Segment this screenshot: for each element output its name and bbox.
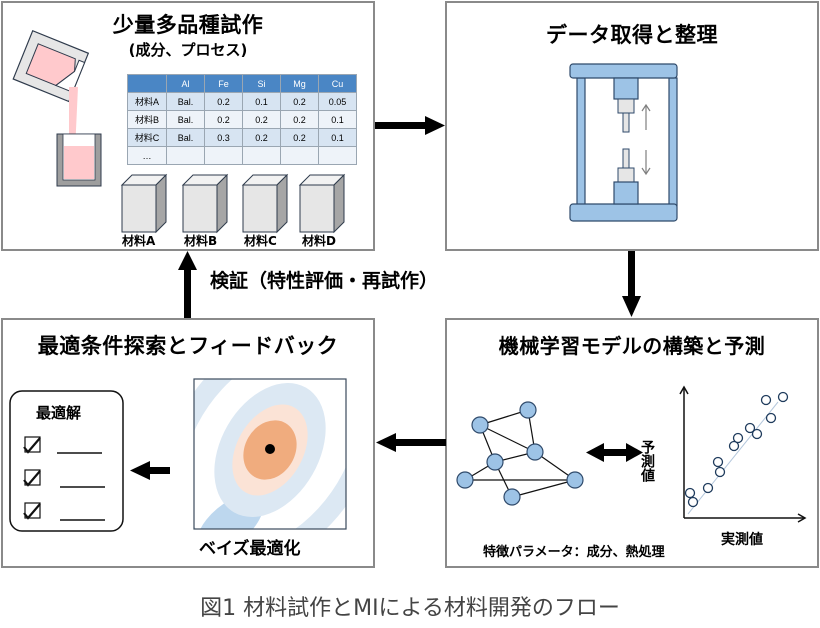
scatter-axes	[679, 385, 807, 523]
tensile-tester-icon	[569, 63, 678, 222]
composition-table: Al Fe Si Mg Cu 材料A Bal. 0.2 0.1 0.2 0.05…	[127, 74, 357, 165]
table-cell: 0.2	[204, 92, 243, 111]
scatter-point	[751, 428, 763, 440]
table-cell: 0.2	[280, 110, 319, 129]
table-header: Al	[166, 74, 205, 93]
sample-label: 材料D	[302, 234, 336, 248]
table-header: Cu	[318, 74, 357, 93]
table-header	[127, 74, 167, 93]
checkbox-icon	[23, 436, 41, 454]
sample-cubes	[120, 173, 346, 234]
table-cell: Bal.	[166, 92, 205, 111]
scatter-point	[765, 412, 777, 424]
arrow-left-icon	[376, 433, 446, 452]
table-cell	[280, 146, 319, 165]
scatter-point	[687, 496, 699, 508]
panel-trial-production: 少量多品種試作 (成分、プロセス) Al Fe Si Mg Cu 材料A Bal…	[1, 1, 375, 251]
scatter-point	[777, 391, 789, 403]
arrow-down-icon	[641, 150, 651, 176]
checkbox-icon	[23, 502, 41, 520]
table-row: …	[127, 146, 357, 165]
bayes-label: ベイズ最適化	[199, 539, 301, 559]
table-cell: 0.3	[204, 128, 243, 147]
arrow-right-icon	[375, 116, 445, 135]
pouring-crucible-icon	[12, 29, 102, 187]
sample-label: 材料A	[122, 234, 156, 248]
table-cell	[204, 146, 243, 165]
scatter-point	[728, 440, 740, 452]
ml-graphics	[456, 385, 807, 523]
scatter-point	[712, 456, 724, 468]
panel-optimization-feedback: 最適条件探索とフィードバック	[1, 318, 375, 568]
table-row: 材料B Bal. 0.2 0.2 0.2 0.1	[127, 110, 357, 129]
feature-parameter-label: 特徴パラメータ：成分、熱処理	[483, 545, 665, 560]
network-node	[503, 488, 521, 506]
table-cell: Bal.	[166, 110, 205, 129]
network-node	[471, 416, 489, 434]
solution-title: 最適解	[36, 404, 82, 422]
optimum-point	[265, 444, 275, 454]
trend-line	[687, 401, 779, 515]
table-cell: 材料C	[127, 128, 167, 147]
panel-title: 最適条件探索とフィードバック	[37, 334, 339, 358]
table-cell: 0.1	[318, 128, 357, 147]
sample-label: 材料C	[244, 234, 277, 248]
scatter-point	[684, 487, 696, 499]
solution-card	[9, 390, 124, 532]
table-cell	[318, 146, 357, 165]
table-cell: 0.1	[318, 110, 357, 129]
arrow-left-icon	[130, 461, 170, 480]
arrow-down-icon	[622, 251, 641, 317]
table-row: 材料A Bal. 0.2 0.1 0.2 0.05	[127, 92, 357, 111]
y-axis-label: 予測値	[639, 440, 655, 482]
double-arrow-icon	[586, 443, 643, 462]
scatter-point	[714, 466, 726, 478]
sample-label: 材料B	[184, 234, 218, 248]
arrow-up-icon	[178, 251, 197, 318]
scatter-point	[732, 432, 744, 444]
network-edge	[479, 424, 536, 453]
arrow-up-icon	[641, 103, 651, 130]
panel-title: 少量多品種試作	[112, 13, 264, 37]
verification-label: 検証（特性評価・再試作）	[210, 270, 439, 292]
network-node	[456, 471, 474, 489]
figure-caption: 図1 材料試作とMIによる材料開発のフロー	[200, 596, 620, 621]
table-cell	[242, 146, 281, 165]
network-node	[519, 401, 537, 419]
x-axis-label: 実測値	[721, 532, 763, 548]
table-cell: 材料A	[127, 92, 167, 111]
scatter-point	[744, 422, 756, 434]
cube-icon	[241, 173, 289, 234]
network-edge	[511, 479, 576, 498]
scatter-point	[760, 394, 772, 406]
panel-title: データ取得と整理	[546, 23, 718, 47]
network-node	[486, 453, 504, 471]
cube-icon	[120, 173, 168, 234]
panel-subtitle: (成分、プロセス)	[128, 41, 248, 59]
optimization-graphics	[9, 378, 347, 532]
scatter-point	[702, 482, 714, 494]
checkbox-icon	[23, 469, 41, 487]
cube-icon	[181, 173, 229, 234]
network-node	[526, 443, 544, 461]
panel-machine-learning: 機械学習モデルの構築と予測 予測値 実測値 特徴パラメータ：成分、熱処理	[445, 318, 819, 568]
bayesian-contour-map	[194, 379, 346, 529]
network-node	[566, 471, 584, 489]
table-header: Si	[242, 74, 281, 93]
panel-title: 機械学習モデルの構築と予測	[498, 334, 766, 358]
panel-data-acquisition: データ取得と整理	[445, 1, 819, 251]
cube-icon	[298, 173, 346, 234]
table-cell: …	[127, 146, 167, 165]
